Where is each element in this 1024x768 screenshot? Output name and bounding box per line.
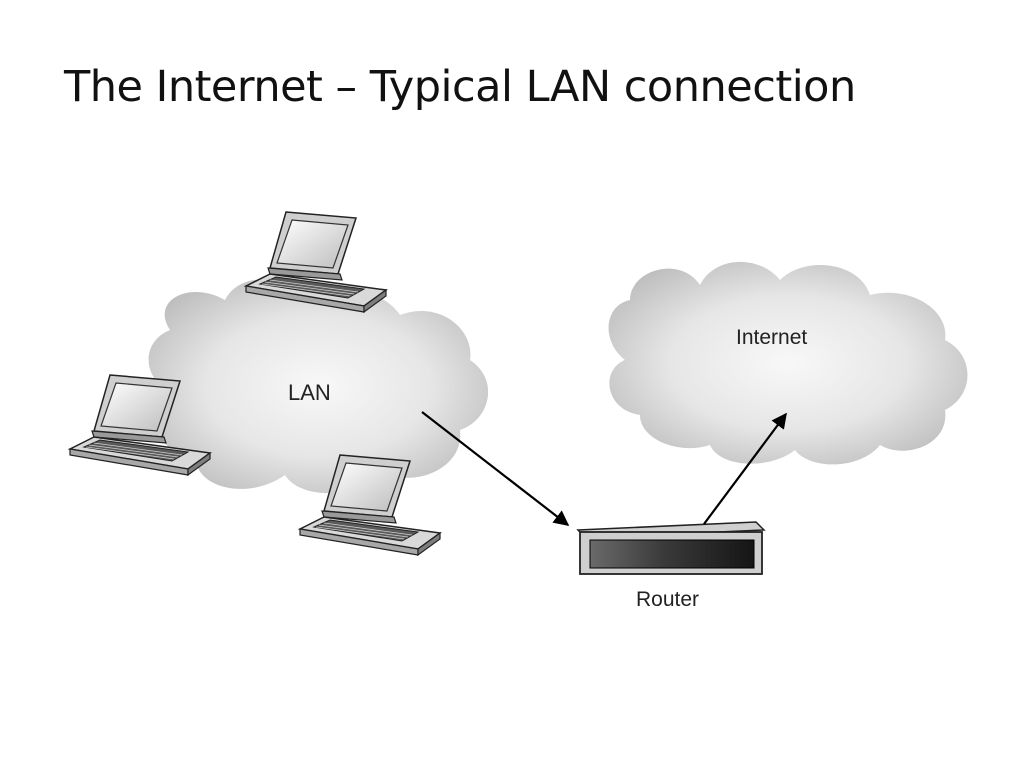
router-label: Router bbox=[636, 588, 699, 611]
router-to-internet-arrow bbox=[703, 412, 787, 525]
lan-label: LAN bbox=[288, 380, 331, 405]
lan-to-router-arrow bbox=[421, 411, 570, 526]
internet-cloud bbox=[608, 261, 968, 465]
router-icon bbox=[576, 521, 766, 575]
lan-cloud bbox=[148, 279, 489, 494]
slide-title: The Internet – Typical LAN connection bbox=[64, 62, 856, 112]
internet-label: Internet bbox=[736, 326, 807, 349]
